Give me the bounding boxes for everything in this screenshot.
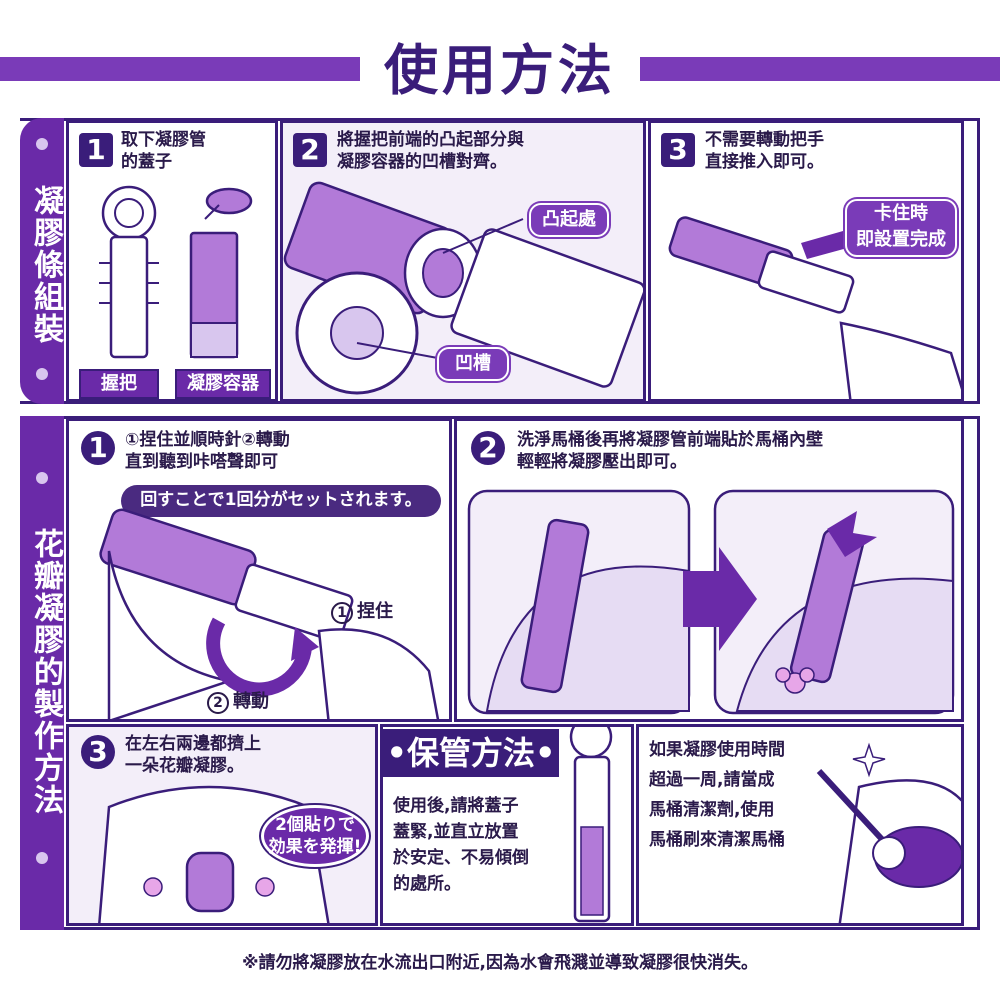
step-number: 2 [471, 431, 505, 465]
step-text-line2: 直到聽到咔嗒聲即可 [125, 452, 278, 472]
toilet-brush-illustration [816, 742, 961, 923]
petal-step-3-panel: 3 在左右兩邊都擠上 一朵花瓣凝膠。 2個貼りで 効果を発揮! [66, 724, 378, 926]
gel-container-label: 凝膠容器 [175, 369, 271, 399]
step-text-line2: 的蓋子 [121, 152, 172, 172]
callout-line1: 卡住時 [874, 203, 928, 224]
step-text-line2: 一朵花瓣凝膠。 [125, 756, 244, 776]
pinch-label: 捏住 [357, 601, 393, 622]
step-number: 1 [81, 431, 115, 465]
japanese-note: 回すことで1回分がセットされます。 [121, 485, 441, 517]
concave-label: 凹槽 [437, 347, 509, 381]
step-number: 2 [293, 133, 327, 167]
cleaning-line3: 馬桶清潔劑,使用 [649, 800, 775, 820]
twist-illustration [99, 508, 440, 719]
dot-icon [36, 368, 48, 380]
handle-and-container-illustration [99, 185, 253, 359]
handle-label: 握把 [79, 369, 159, 399]
assembly-side-strip: 凝膠條組裝 [20, 118, 64, 404]
step-text-line2: 輕輕將凝膠壓出即可。 [517, 452, 687, 472]
petal-gel-side-strip: 花瓣凝膠的製作方法 [20, 416, 64, 930]
dot-icon [36, 472, 48, 484]
title-bar-right [640, 57, 1000, 81]
two-pieces-bubble: 2個貼りで 効果を発揮! [261, 805, 369, 867]
storage-line3: 於安定、不易傾倒 [393, 848, 529, 868]
page-title: 使用方法 [384, 39, 616, 102]
step-text-line1: 取下凝膠管 [121, 130, 206, 150]
cleaning-line2: 超過一周,請當成 [649, 770, 775, 790]
turn-label: 轉動 [233, 691, 269, 712]
step-text-line1: ①捏住並順時針②轉動 [125, 430, 290, 450]
push-in-illustration [668, 213, 961, 399]
step-text-line1: 洗淨馬桶後再將凝膠管前端貼於馬桶內壁 [517, 430, 823, 450]
step-text-line1: 不需要轉動把手 [705, 130, 824, 150]
step-number: 1 [79, 133, 113, 167]
storage-panel: •保管方法• 使用後,請將蓋子 蓋緊,並直立放置 於安定、不易傾倒 的處所。 [380, 724, 634, 926]
press-gel-illustration [467, 489, 955, 715]
bubble-line2: 効果を発揮! [268, 837, 362, 857]
step-text-line2: 直接推入即可。 [705, 152, 824, 172]
step-text-line2: 凝膠容器的凹槽對齊。 [337, 152, 507, 172]
petal-step-2-panel: 2 洗淨馬桶後再將凝膠管前端貼於馬桶內壁 輕輕將凝膠壓出即可。 [454, 418, 964, 722]
storage-line2: 蓋緊,並直立放置 [393, 822, 519, 842]
assembly-step-1-panel: 1 取下凝膠管 的蓋子 握把 凝膠容器 [66, 120, 278, 402]
storage-line1: 使用後,請將蓋子 [393, 796, 519, 816]
step-number: 3 [661, 133, 695, 167]
petal-gel-side-label: 花瓣凝膠的製作方法 [28, 528, 63, 816]
cleaning-line1: 如果凝膠使用時間 [649, 740, 785, 760]
pinch-number: 1 [331, 602, 353, 624]
cleaning-panel: 如果凝膠使用時間 超過一周,請當成 馬桶清潔劑,使用 馬桶刷來清潔馬桶 [636, 724, 964, 926]
dot-icon [36, 852, 48, 864]
bubble-line1: 2個貼りで [275, 815, 355, 835]
storage-title: •保管方法• [383, 729, 559, 777]
stored-handle-illustration [569, 727, 613, 923]
assembly-side-label: 凝膠條組裝 [28, 185, 63, 345]
turn-number: 2 [207, 692, 229, 714]
set-complete-callout: 卡住時 即設置完成 [845, 199, 957, 257]
petal-step-1-panel: 1 ①捏住並順時針②轉動 直到聽到咔嗒聲即可 回すことで1回分がセットされます。… [66, 418, 452, 722]
footnote: ※請勿將凝膠放在水流出口附近,因為水會飛濺並導致凝膠很快消失。 [242, 953, 758, 973]
assembly-step-3-panel: 3 不需要轉動把手 直接推入即可。 卡住時 即設置完成 [648, 120, 964, 402]
step-text-line1: 將握把前端的凸起部分與 [337, 130, 524, 150]
step-number: 3 [81, 735, 115, 769]
title-bar-left [0, 57, 360, 81]
assembly-step-2-panel: 2 將握把前端的凸起部分與 凝膠容器的凹槽對齊。 凸起處 凹槽 [280, 120, 646, 402]
dot-icon [36, 138, 48, 150]
storage-line4: 的處所。 [393, 874, 461, 894]
convex-label: 凸起處 [529, 203, 609, 237]
cleaning-line4: 馬桶刷來清潔馬桶 [649, 830, 785, 850]
callout-line2: 即設置完成 [856, 229, 946, 250]
step-text-line1: 在左右兩邊都擠上 [125, 734, 261, 754]
